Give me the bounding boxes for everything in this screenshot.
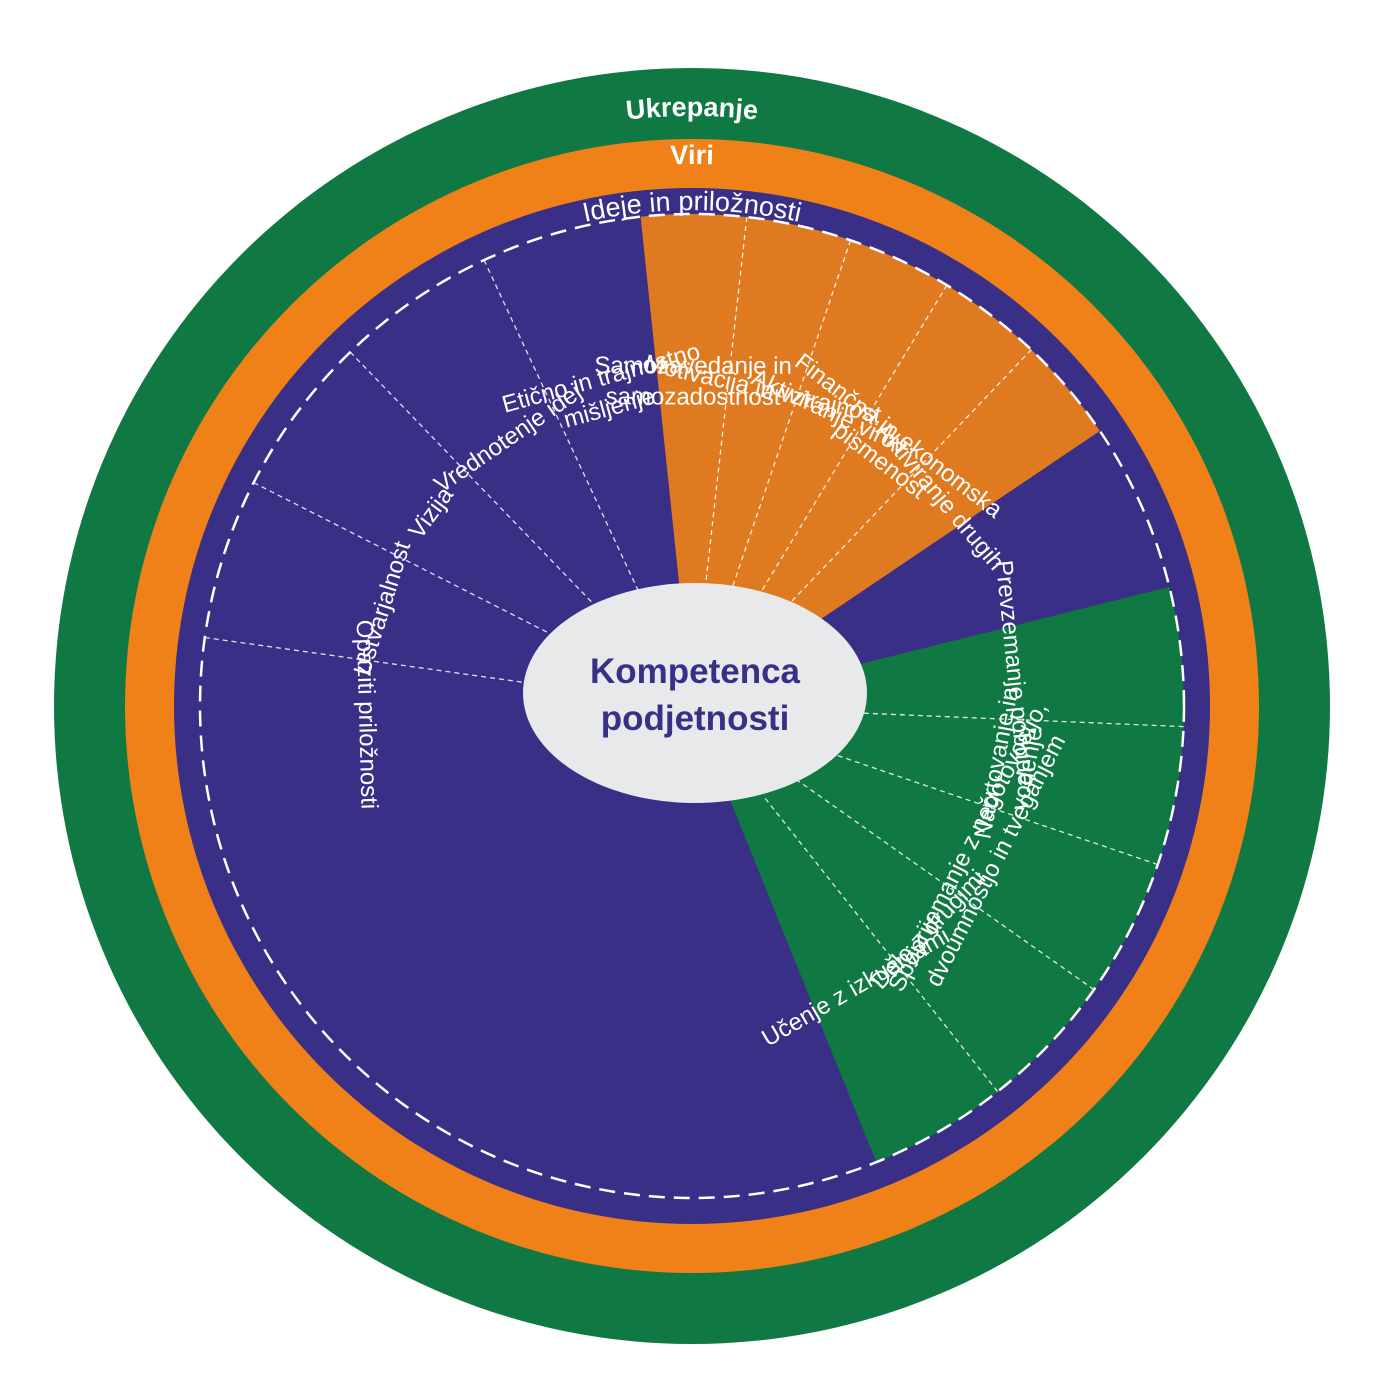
outer-ring-label: Ukrepanje — [625, 92, 760, 126]
center-title-line2: podjetnosti — [601, 699, 790, 738]
segment-label-opaziti-priloznosti: Opaziti priložnosti — [351, 619, 383, 809]
sector-viri — [640, 213, 1100, 706]
middle-ring-label: Viri — [670, 140, 714, 170]
center-hub — [523, 583, 867, 803]
segment-boundary-dashed — [198, 212, 1186, 1200]
center-title-line1: Kompetenca — [590, 652, 801, 691]
